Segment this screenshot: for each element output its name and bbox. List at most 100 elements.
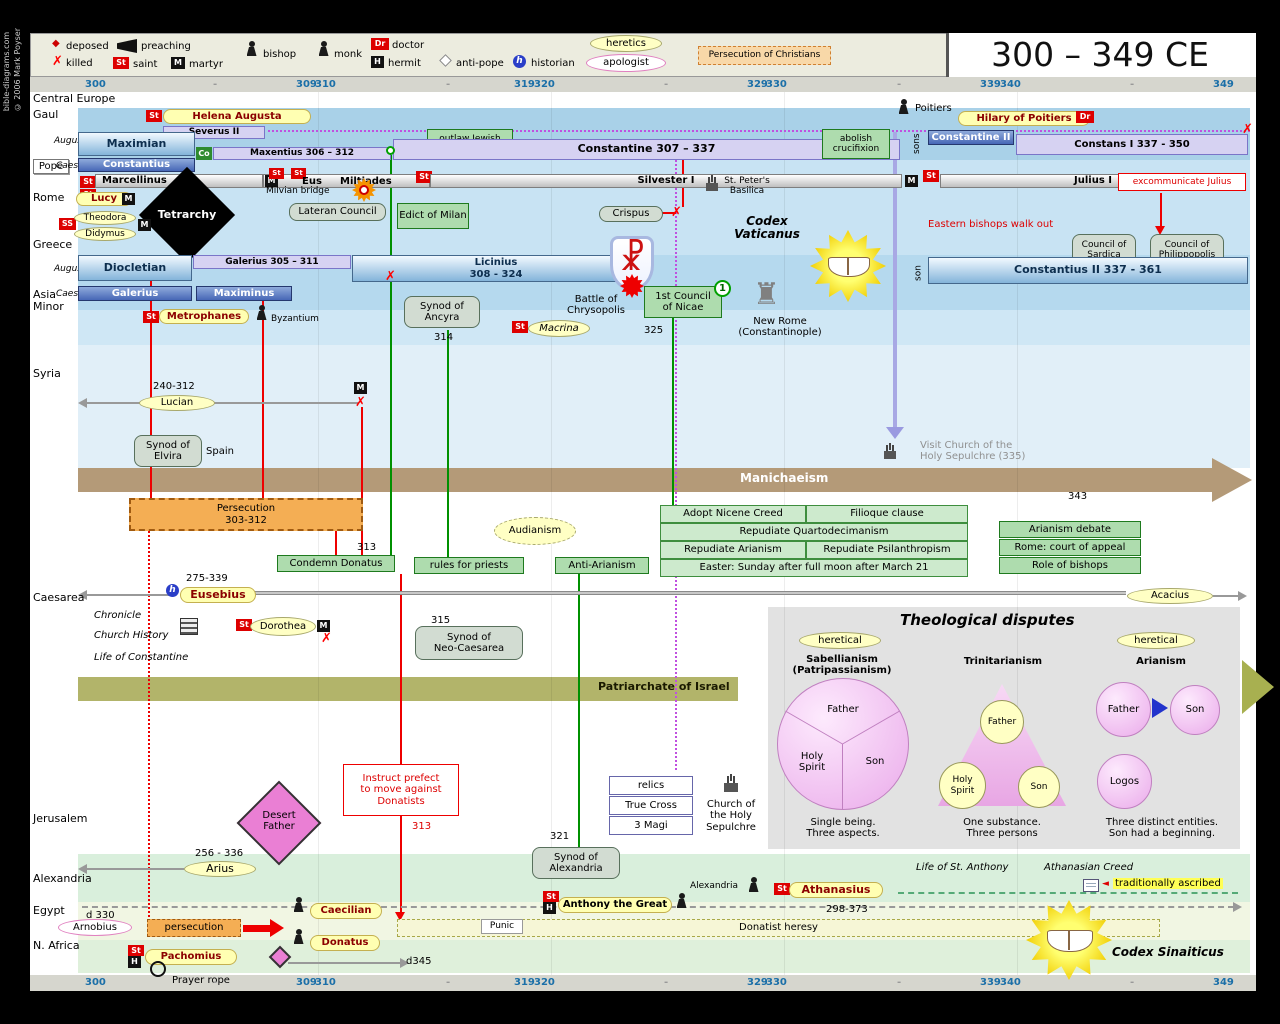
eusebius-years: 275-339 [186, 573, 228, 584]
manichaeism-arrowhead [1212, 458, 1252, 502]
donatist-red-arrow [395, 912, 405, 921]
miltiades-label: Miltiades [340, 176, 392, 187]
byzantium-bishop-icon [256, 305, 267, 320]
julius-martyr-tag: M [905, 175, 918, 187]
instruct-year: 313 [412, 821, 432, 832]
pope-saint-tag-2: St [291, 168, 306, 179]
manichaeism-label: Manichaeism [740, 471, 829, 485]
co-tag: Co [196, 147, 212, 160]
dorothea-martyr-tag: M [317, 620, 330, 632]
true-cross-year: 321 [550, 831, 570, 842]
lucian-timeline [86, 402, 358, 404]
ascribed-arrow-icon: ◄ [1102, 879, 1109, 889]
sepulchre-church-icon [722, 774, 740, 792]
region-egypt: Egypt [33, 904, 65, 917]
condemn-donatus-box: Condemn Donatus [277, 555, 395, 572]
sabellianism-circle [777, 678, 909, 810]
region-rome: Rome [33, 191, 65, 204]
sab-holy-spirit-label: Holy Spirit [798, 750, 826, 773]
crispus-box: Crispus [599, 206, 663, 222]
legend-preaching: preaching [141, 41, 191, 52]
neo-caesarea-year: 315 [431, 615, 451, 626]
alexandria-event-line [578, 574, 580, 849]
scale-top-310: 310 [315, 79, 336, 90]
maxentius-bar: Maxentius 306 – 312 [213, 147, 391, 160]
rules-priests-box: rules for priests [414, 557, 524, 574]
nicene-cell-quarto: Repudiate Quartodecimanism [660, 523, 968, 541]
three-magi-box: 3 Magi [609, 816, 693, 835]
legend-hermit: hermit [388, 58, 421, 69]
tetrarchy-label: Tetrarchy [157, 207, 217, 221]
scale-bottom-dash: - [897, 977, 902, 988]
crispus-link [662, 212, 676, 214]
persecution-link-3 [335, 531, 337, 555]
excommunicate-arrow [1155, 226, 1165, 235]
scale-bottom-340: 340 [1000, 977, 1021, 988]
constantine-ii-bar: Constantine II [928, 130, 1014, 145]
poitiers-label: Poitiers [915, 103, 952, 114]
arian-logos-circle: Logos [1097, 754, 1152, 809]
theodora-ellipse: Theodora [74, 211, 136, 225]
scale-top-dash: - [446, 79, 451, 90]
visit-church-icon [882, 443, 898, 459]
hilary-doctor-tag: Dr [1076, 111, 1094, 123]
lucian-timeline-arrow [78, 398, 87, 408]
saint-tag-icon: St [113, 57, 129, 69]
anthony-hermit-tag: H [543, 902, 556, 914]
right-olive-arrow [1242, 660, 1274, 714]
silvester-bar: Silvester I [430, 174, 902, 188]
rome-court-box: Rome: court of appeal [999, 539, 1141, 556]
arian-son-circle: Son [1170, 685, 1220, 735]
title-box [946, 33, 1256, 77]
sab-father-label: Father [827, 704, 859, 716]
scale-top-dash: - [213, 79, 218, 90]
son-label: son [913, 265, 924, 281]
scale-bottom-dash: - [1130, 977, 1135, 988]
prayer-rope-label: Prayer rope [172, 975, 230, 986]
athanasius-dashed-line [898, 892, 1238, 894]
synod-alexandria-box: Synod of Alexandria [532, 847, 620, 879]
hermit-tag-icon: H [371, 56, 384, 68]
scale-top-349: 349 [1213, 79, 1234, 90]
nicaea-year: 325 [644, 325, 664, 336]
arius-ellipse: Arius [184, 861, 256, 877]
trinitarianism-caption: One substance. Three persons [963, 816, 1041, 839]
scale-bottom-dash: - [446, 977, 451, 988]
helena-augusta-bar: Helena Augusta [163, 109, 311, 124]
legend-monk: monk [334, 49, 362, 60]
eusebius-historian-tag: h [166, 584, 179, 597]
patriarchate-band [78, 677, 738, 701]
scale-bottom-dash: - [213, 977, 218, 988]
new-rome-label: New Rome (Constantinople) [738, 315, 822, 338]
scale-top-330: 330 [766, 79, 787, 90]
arnobius-death-year: d 330 [86, 910, 115, 921]
instruct-prefect-box: Instruct prefect to move against Donatis… [343, 764, 459, 816]
gaul-killed-icon: ✗ [1242, 122, 1253, 137]
lucian-martyr-tag: M [354, 382, 367, 394]
region-gaul: Gaul [33, 108, 59, 121]
st-peters-label: St. Peter's Basilica [724, 175, 770, 196]
manichaeism-band [78, 468, 1212, 492]
arianism-debate-box: Arianism debate [999, 521, 1141, 538]
copyright-text: © 2006 Mark Poyser bible-diagrams.com [2, 28, 23, 112]
region-central-europe: Central Europe [33, 92, 116, 105]
synod-elvira-box: Synod of Elvira [134, 435, 202, 467]
maximian-bar: Maximian [78, 132, 195, 156]
eusebius-timeline [86, 594, 174, 596]
eusebius-pope-label: Eus [302, 176, 322, 187]
true-cross-box: True Cross [609, 796, 693, 815]
persecution-arrow-rect [243, 925, 271, 932]
life-st-anthony-label: Life of St. Anthony [916, 862, 1009, 873]
band-alexandria [78, 854, 1250, 902]
nicaea-event-line [672, 317, 674, 505]
scale-bottom-320: 320 [534, 977, 555, 988]
athanasius-bishop-icon [748, 877, 759, 892]
pachomius-saint-tag: St [128, 945, 144, 956]
visit-sepulchre-label: Visit Church of the Holy Sepulchre (335) [920, 440, 1026, 463]
athanasius-years: 298-373 [826, 904, 868, 915]
poitiers-bishop-icon [898, 99, 909, 114]
preaching-icon [117, 39, 137, 53]
scale-bottom-310: 310 [315, 977, 336, 988]
donatus-bar: Donatus [310, 935, 380, 951]
